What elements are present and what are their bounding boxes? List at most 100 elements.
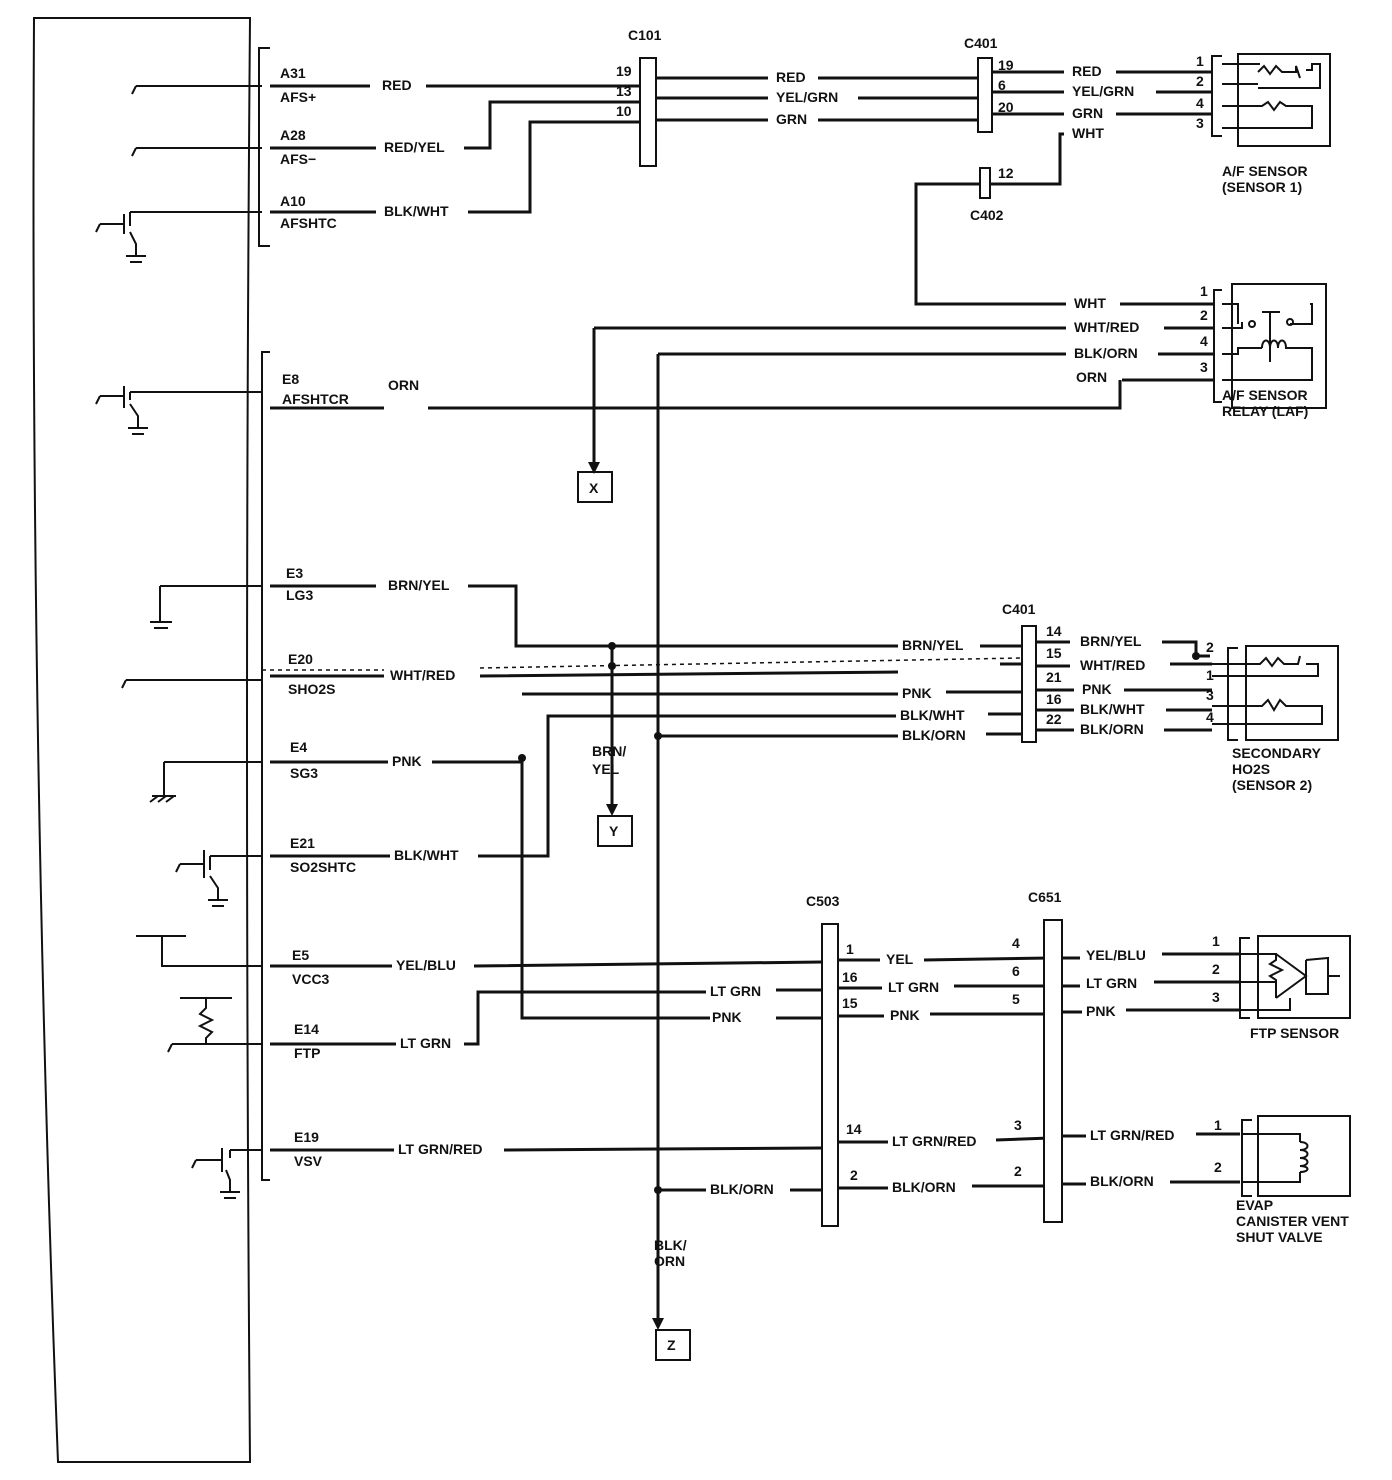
offpage-label: X: [589, 480, 599, 496]
wire-label: PNK: [712, 1009, 742, 1025]
offpage-arrows: [588, 462, 664, 1330]
wire-label: LT GRN: [400, 1035, 451, 1051]
pin-number: 6: [998, 77, 1006, 93]
pin-number: 1: [1212, 933, 1220, 949]
ecm-pin-name: SHO2S: [288, 681, 335, 697]
ecm-pin: A31: [280, 65, 306, 81]
ecm-pin-name: FTP: [294, 1045, 320, 1061]
ecm-pin: E4: [290, 739, 307, 755]
pin-number: 2: [850, 1167, 858, 1183]
wire-label: PNK: [1082, 681, 1112, 697]
ecm-pin-name: LG3: [286, 587, 313, 603]
pin-number: 14: [1046, 623, 1062, 639]
wire-label: BRN/YEL: [388, 577, 450, 593]
secondary-ho2s: SECONDARY HO2S (SENSOR 2): [1212, 645, 1339, 793]
pin-number: 2: [1206, 639, 1214, 655]
pin-number: 2: [1200, 307, 1208, 323]
wire-label: PNK: [902, 685, 932, 701]
ecm-pin-name: AFS−: [280, 151, 316, 167]
ecm-pin: E21: [290, 835, 315, 851]
wire-label: BLK/ORN: [1090, 1173, 1154, 1189]
ecm-pin-labels: A31 AFS+ A28 AFS− A10 AFSHTC E8 AFSHTCR …: [280, 65, 356, 1169]
connector-c101: [639, 57, 657, 167]
ecm-pin-name: VSV: [294, 1153, 323, 1169]
wire-label: YEL: [886, 951, 914, 967]
connector-names: C101 C401 C402 C401 C503 C651: [628, 27, 1062, 909]
wire-label: BLK/WHT: [900, 707, 965, 723]
connector-c503: [821, 923, 839, 1227]
wire-label: BLK/WHT: [394, 847, 459, 863]
splice-dot: [654, 732, 662, 740]
splice-dot: [608, 662, 616, 670]
wire-label: YEL/BLU: [1086, 947, 1146, 963]
pin-number: 3: [1212, 989, 1220, 1005]
connector-c402: [979, 167, 991, 199]
ecm-pin-name: AFSHTCR: [282, 391, 349, 407]
splice-dot: [518, 754, 526, 762]
wire-label: PNK: [392, 753, 422, 769]
wire-label: GRN: [1072, 105, 1103, 121]
wire-label: ORN: [388, 377, 419, 393]
ecm-pin: E19: [294, 1129, 319, 1145]
pin-number: 3: [1014, 1117, 1022, 1133]
pin-number: 4: [1200, 333, 1208, 349]
pin-number: 19: [616, 63, 632, 79]
connector-label: C401: [964, 35, 998, 51]
ecm-pin: E20: [288, 651, 313, 667]
ecm-body: [32, 17, 270, 1463]
pin-number: 4: [1196, 95, 1204, 111]
wire-label: BLK/ORN: [892, 1179, 956, 1195]
wire-label: BRN/YEL: [1080, 633, 1142, 649]
wire-label: WHT/RED: [1074, 319, 1139, 335]
offpage-ref-y: Y: [597, 815, 633, 847]
af-sensor-label: A/F SENSOR: [1222, 163, 1308, 179]
wire-label: RED: [776, 69, 806, 85]
af-sensor-label: (SENSOR 1): [1222, 179, 1302, 195]
pin-number: 5: [1012, 991, 1020, 1007]
splice-dot: [1192, 652, 1200, 660]
evap-label: CANISTER VENT: [1236, 1213, 1349, 1229]
connectors: [639, 57, 1063, 1227]
branch-label: BLK/: [654, 1237, 687, 1253]
pin-number: 16: [1046, 691, 1062, 707]
wire-label: BLK/ORN: [710, 1181, 774, 1197]
wire-label: BLK/WHT: [384, 203, 449, 219]
connector-c401-lower: [1021, 625, 1037, 743]
ecm-pin-name: SG3: [290, 765, 318, 781]
ecm-pin: E14: [294, 1021, 319, 1037]
pin-number: 21: [1046, 669, 1062, 685]
pin-number: 13: [616, 83, 632, 99]
pin-number: 1: [846, 941, 854, 957]
connector-label: C402: [970, 207, 1004, 223]
pin-number: 2: [1214, 1159, 1222, 1175]
ecm-pin: A10: [280, 193, 306, 209]
ecm-pin: A28: [280, 127, 306, 143]
ecm-pin-name: AFS+: [280, 89, 316, 105]
connector-label: C503: [806, 893, 840, 909]
pin-number: 2: [1212, 961, 1220, 977]
wire-label: BLK/ORN: [1080, 721, 1144, 737]
pin-number: 10: [616, 103, 632, 119]
branch-labels: BRN/ YEL BLK/ ORN: [592, 743, 687, 1269]
ecm-pin: E5: [292, 947, 309, 963]
wire-label: RED: [382, 77, 412, 93]
pin-number: 3: [1196, 115, 1204, 131]
connector-label: C651: [1028, 889, 1062, 905]
wire-label: WHT/RED: [1080, 657, 1145, 673]
offpage-ref-z: Z: [655, 1329, 691, 1361]
evap-label: SHUT VALVE: [1236, 1229, 1323, 1245]
ecm-internal-circuits: [95, 85, 262, 1199]
ho2s-label: (SENSOR 2): [1232, 777, 1312, 793]
pin-number: 22: [1046, 711, 1062, 727]
pin-number: 14: [846, 1121, 862, 1137]
evap-vent-valve: EVAP CANISTER VENT SHUT VALVE: [1236, 1115, 1351, 1245]
wire-label: PNK: [1086, 1003, 1116, 1019]
pin-number: 15: [1046, 645, 1062, 661]
branch-label: YEL: [592, 761, 620, 777]
wire-label: LT GRN: [888, 979, 939, 995]
wire-label: YEL/GRN: [1072, 83, 1134, 99]
wire-label: GRN: [776, 111, 807, 127]
wire-label: BLK/ORN: [1074, 345, 1138, 361]
ftp-sensor-label: FTP SENSOR: [1250, 1025, 1339, 1041]
